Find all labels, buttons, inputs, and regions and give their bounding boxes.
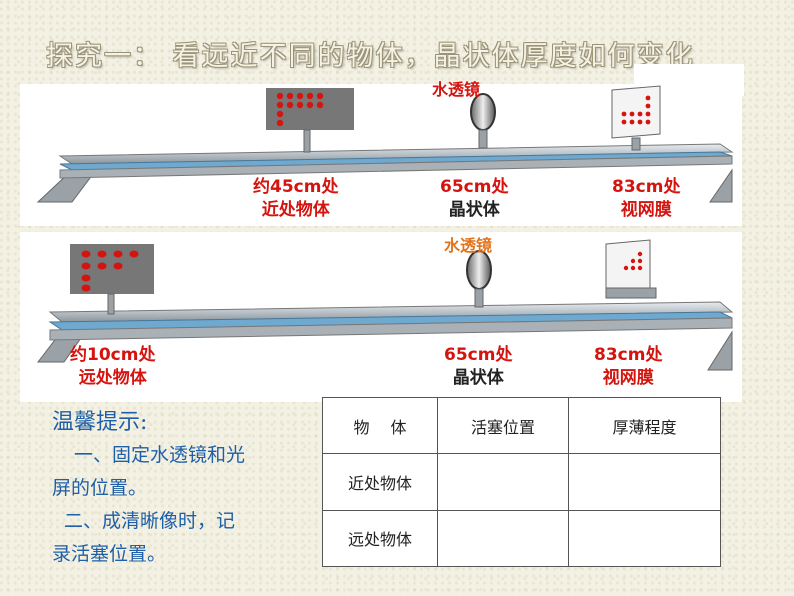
- right-foot: [707, 330, 733, 371]
- lens-position-label: 65cm处 晶状体: [444, 344, 512, 390]
- tips-heading: 温馨提示:: [52, 410, 148, 435]
- object-post: [107, 293, 115, 315]
- record-table: 物 体 活塞位置 厚薄程度 近处物体 远处物体: [322, 396, 721, 568]
- table-row: 远处物体: [322, 509, 721, 568]
- table-row: 近处物体: [322, 453, 721, 511]
- piston-cell[interactable]: [437, 453, 569, 511]
- piston-cell[interactable]: [437, 509, 569, 568]
- row-label: 近处物体: [322, 453, 438, 511]
- retina-name: 视网膜: [602, 368, 654, 388]
- bench-illustration-near: [36, 85, 734, 203]
- bench-illustration-far: [36, 239, 734, 371]
- water-lens-label-top: 水透镜: [432, 80, 481, 99]
- object-name: 远处物体: [78, 368, 147, 388]
- retina-post: [631, 137, 641, 151]
- table-header-row: 物 体 活塞位置 厚薄程度: [322, 396, 721, 455]
- row-label: 远处物体: [322, 509, 438, 568]
- lens-distance: 65cm处: [444, 345, 513, 365]
- rail-bottom: [49, 317, 733, 341]
- retina-position-label: 83cm处 视网膜: [612, 176, 680, 222]
- rail-top: [48, 301, 734, 323]
- object-position-label: 约45cm处 近处物体: [253, 176, 338, 222]
- tip-line: 录活塞位置。: [52, 543, 167, 565]
- retina-screen: [611, 85, 661, 139]
- object-post: [303, 129, 311, 153]
- object-pattern: [81, 250, 139, 292]
- retina-screen: [605, 239, 651, 293]
- retina-image: [621, 95, 651, 125]
- lens-post: [478, 129, 488, 149]
- retina-name: 视网膜: [620, 200, 672, 220]
- water-lens-label-bottom: 水透镜: [444, 236, 493, 255]
- tip-line: 屏的位置。: [52, 477, 148, 499]
- lens-name: 晶状体: [448, 200, 500, 220]
- object-name: 近处物体: [261, 200, 330, 220]
- thickness-cell[interactable]: [568, 509, 721, 568]
- object-distance: 约10cm处: [70, 345, 156, 365]
- lens-position-label: 65cm处 晶状体: [440, 176, 508, 222]
- right-foot: [709, 168, 733, 203]
- retina-distance: 83cm处: [594, 345, 663, 365]
- tips-box: 温馨提示: 一、固定水透镜和光 屏的位置。 二、成清晰像时，记 录活塞位置。: [52, 406, 322, 571]
- header-piston: 活塞位置: [437, 396, 569, 455]
- rail-bottom: [59, 155, 733, 179]
- object-position-label: 约10cm处 远处物体: [70, 344, 155, 390]
- optical-bench-near: 约45cm处 近处物体 65cm处 晶状体 83cm处 视网膜: [20, 84, 742, 226]
- lens-name: 晶状体: [452, 368, 504, 388]
- header-thickness: 厚薄程度: [568, 396, 721, 455]
- retina-holder: [605, 287, 657, 299]
- header-object: 物 体: [322, 396, 438, 455]
- lens-post: [474, 288, 484, 308]
- retina-image: [623, 251, 643, 271]
- object-distance: 约45cm处: [253, 177, 339, 197]
- object-pattern: [276, 92, 324, 127]
- retina-position-label: 83cm处 视网膜: [594, 344, 662, 390]
- optical-bench-far: 约10cm处 远处物体 65cm处 晶状体 83cm处 视网膜: [20, 232, 742, 402]
- thickness-cell[interactable]: [568, 453, 721, 511]
- retina-distance: 83cm处: [612, 177, 681, 197]
- tip-line: 二、成清晰像时，记: [64, 510, 236, 532]
- lens-distance: 65cm处: [440, 177, 509, 197]
- tip-line: 一、固定水透镜和光: [74, 444, 246, 466]
- rail-top: [58, 143, 734, 165]
- page-title: 探究一： 看远近不同的物体，晶状体厚度如何变化: [46, 41, 695, 72]
